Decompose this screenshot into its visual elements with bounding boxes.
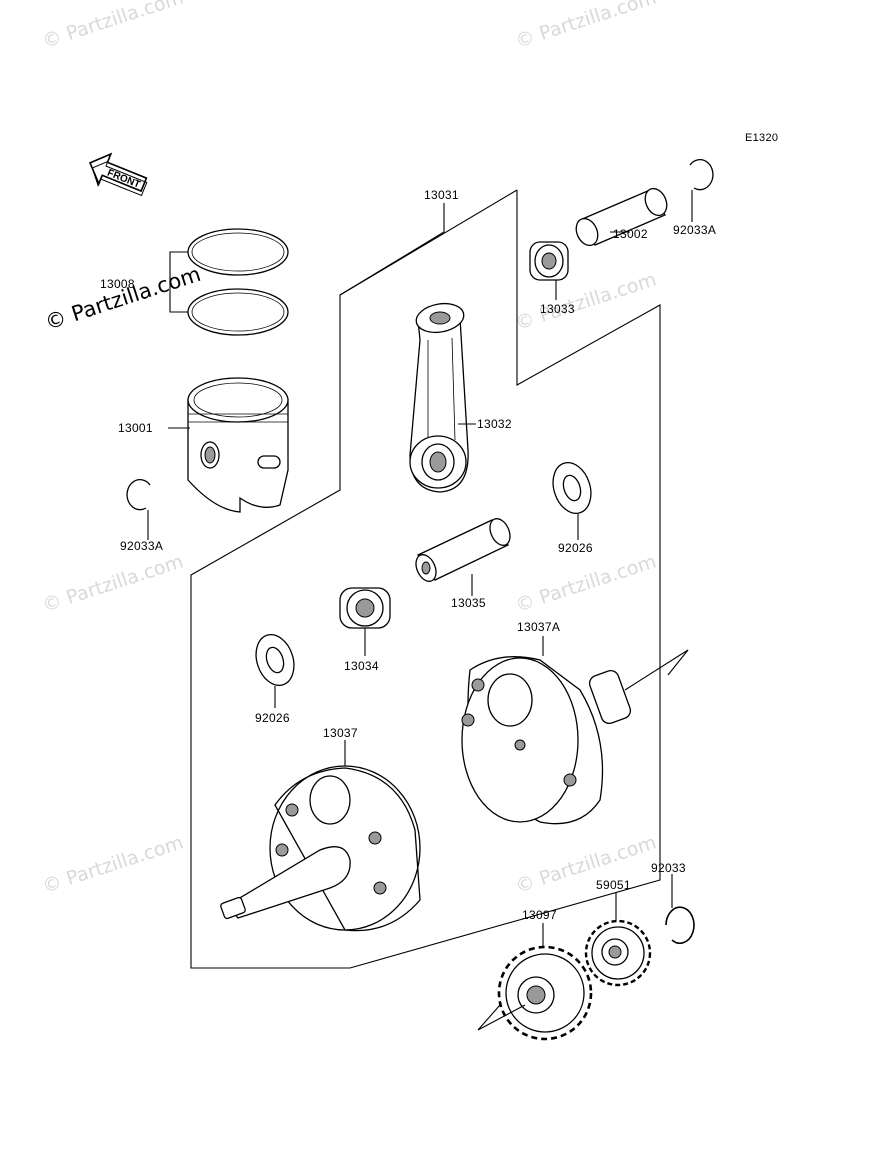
piston-rings — [169, 228, 289, 336]
assembly-outline — [190, 189, 661, 969]
label-13008: 13008 — [100, 277, 135, 291]
circlip-right — [689, 159, 714, 191]
diagram-code: E1320 — [745, 132, 778, 144]
label-92026-right: 92026 — [558, 541, 593, 555]
label-13031: 13031 — [424, 188, 459, 202]
label-13037: 13037 — [323, 726, 358, 740]
circlip-left — [126, 479, 151, 511]
label-13033: 13033 — [540, 302, 575, 316]
thrust-washer-left — [255, 634, 295, 686]
label-13001: 13001 — [118, 421, 153, 435]
connecting-rod — [409, 302, 469, 493]
thrust-washer-right — [552, 462, 592, 514]
crank-pin — [415, 518, 511, 582]
label-13034: 13034 — [344, 659, 379, 673]
watermark-2: © Partzilla.com — [513, 0, 659, 53]
crankshaft-half-right — [461, 649, 689, 825]
crankshaft-half-left — [220, 765, 421, 932]
part-labels: 13031 13008 13001 92033A 92033A 13002 13… — [100, 188, 716, 922]
label-13037A: 13037A — [517, 620, 560, 634]
label-13035: 13035 — [451, 596, 486, 610]
label-13002: 13002 — [613, 227, 648, 241]
piston-pin — [575, 187, 668, 247]
watermark-6: © Partzilla.com — [40, 832, 186, 898]
piston — [187, 377, 289, 513]
watermark-7: © Partzilla.com — [513, 832, 659, 898]
label-92033: 92033 — [651, 861, 686, 875]
leader-lines — [147, 190, 693, 946]
gear-59051 — [584, 919, 652, 987]
needle-bearing-big-end — [339, 587, 391, 629]
front-arrow-icon: FRONT — [88, 152, 148, 197]
label-13097: 13097 — [522, 908, 557, 922]
needle-bearing-small-end — [529, 241, 569, 281]
label-59051: 59051 — [596, 878, 631, 892]
watermark-4: © Partzilla.com — [40, 551, 186, 617]
watermark-1: © Partzilla.com — [40, 0, 186, 53]
label-13032: 13032 — [477, 417, 512, 431]
circlip-92033 — [665, 906, 695, 945]
watermark-dark: © Partzilla.com — [42, 262, 204, 335]
label-92033A-right: 92033A — [673, 223, 716, 237]
label-92026-left: 92026 — [255, 711, 290, 725]
watermark-5: © Partzilla.com — [513, 551, 659, 617]
gear-13097 — [477, 945, 593, 1041]
label-92033A-left: 92033A — [120, 539, 163, 553]
